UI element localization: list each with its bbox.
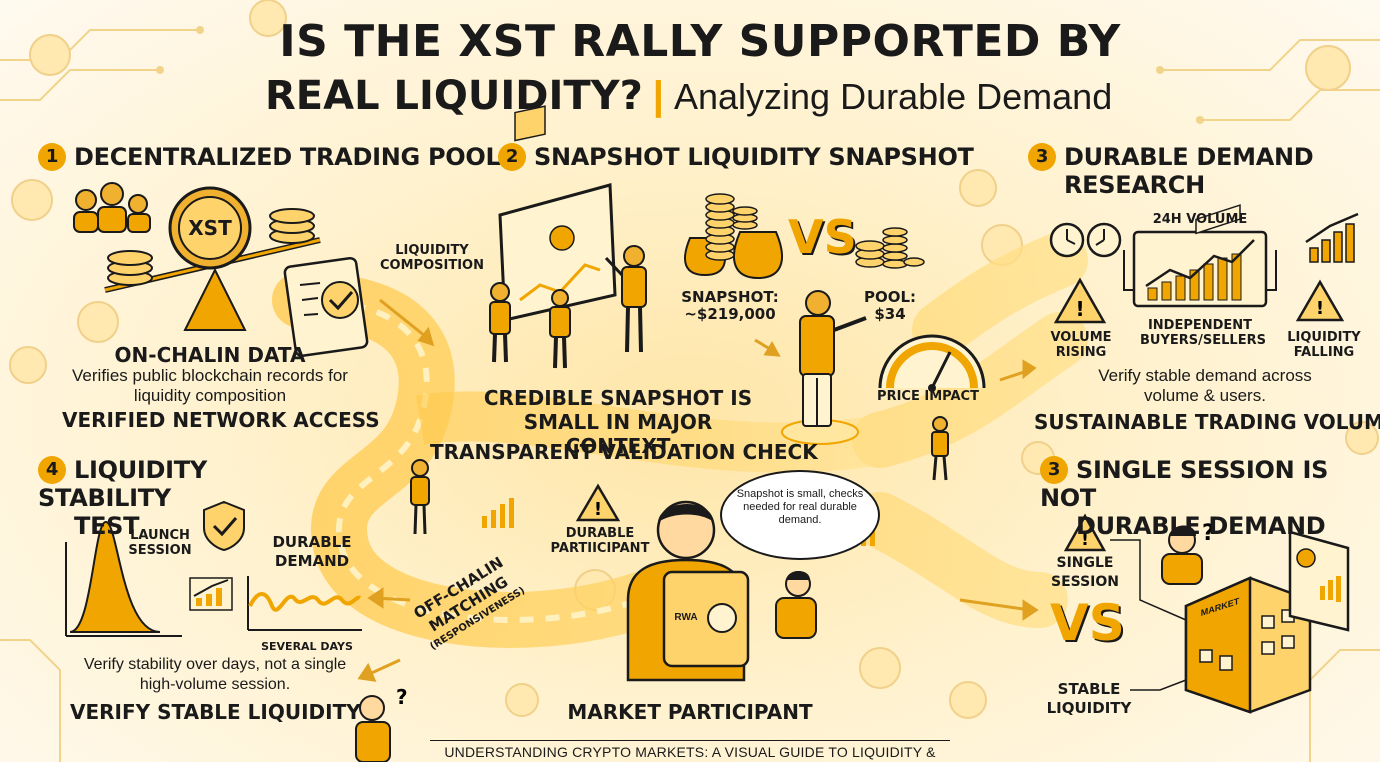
verified-network-access: VERIFIED NETWORK ACCESS bbox=[62, 408, 380, 432]
pool-value: $34 bbox=[874, 305, 906, 323]
section-4-title-1: LIQUIDITY STABILITY bbox=[38, 456, 207, 512]
transparent-validation-text: TRANSPARENT VALIDATION CHECK bbox=[430, 440, 818, 464]
volume-chart-icon bbox=[1132, 230, 1268, 308]
durable-demand-chart bbox=[247, 576, 362, 631]
small-coin-stack-icon bbox=[855, 227, 925, 269]
warning-durable-icon: ! bbox=[575, 483, 621, 522]
analysts-icon bbox=[489, 245, 647, 369]
page-subtitle: Analyzing Durable Demand bbox=[673, 76, 1113, 117]
section-3b-title-2: DURABLE DEMAND bbox=[1076, 512, 1326, 540]
launch-session-chart bbox=[65, 520, 182, 637]
section-4-number: 4 bbox=[38, 456, 66, 484]
volume-24h-label: 24H VOLUME bbox=[1152, 212, 1248, 227]
section-2-title: SNAPSHOT LIQUIDITY SNAPSHOT bbox=[534, 143, 974, 171]
speech-bubble: Snapshot is small, checks needed for rea… bbox=[720, 470, 880, 560]
durable-demand-label: DURABLE DEMAND bbox=[272, 533, 352, 570]
bar-growth-icon bbox=[1305, 212, 1359, 263]
single-session-warning-icon: ! bbox=[1063, 513, 1107, 552]
checklist-tablet-icon bbox=[283, 256, 369, 358]
svg-text:?: ? bbox=[396, 685, 408, 709]
seesaw-icon bbox=[104, 186, 321, 331]
stopwatch-icon bbox=[1049, 222, 1122, 258]
walking-person-icon bbox=[931, 416, 949, 481]
section-1-title: DECENTRALIZED TRADING POOL bbox=[74, 143, 501, 171]
safe-label: RWA bbox=[674, 612, 698, 623]
stability-desc: Verify stability over days, not a single… bbox=[83, 656, 347, 693]
title-question: REAL LIQUIDITY? bbox=[265, 73, 643, 119]
stable-liquidity-label: STABLE LIQUIDITY bbox=[1046, 680, 1132, 717]
launch-session-label: LAUNCH SESSION bbox=[128, 528, 192, 558]
snapshot-value: ~$219,000 bbox=[684, 305, 776, 323]
svg-text:!: ! bbox=[1075, 297, 1084, 321]
golden-road bbox=[272, 232, 1088, 648]
question-person-icon: ? bbox=[1161, 521, 1215, 585]
svg-text:!: ! bbox=[594, 499, 602, 520]
svg-text:!: ! bbox=[1316, 298, 1324, 319]
svg-text:?: ? bbox=[1202, 521, 1215, 546]
thinking-person-icon: ? bbox=[355, 571, 817, 762]
section-1-heading: 1 DECENTRALIZED TRADING POOL bbox=[38, 143, 501, 171]
volume-rising-label: VOLUME RISING bbox=[1050, 330, 1112, 360]
connector-lines bbox=[1110, 539, 1187, 691]
section-3a-heading: 3 DURABLE DEMAND RESEARCH bbox=[1028, 143, 1358, 199]
liquidity-falling-label: LIQUIDITY FALLING bbox=[1287, 330, 1361, 360]
warning-sign-icon: ! ! bbox=[1053, 277, 1345, 324]
page-title: IS THE XST RALLY SUPPORTED BY bbox=[279, 16, 1121, 67]
svg-text:!: ! bbox=[1081, 530, 1089, 550]
report-panel-icon bbox=[1288, 530, 1350, 632]
participant-with-safe-icon bbox=[626, 500, 750, 682]
section-2-heading: 2 SNAPSHOT LIQUIDITY SNAPSHOT bbox=[498, 143, 974, 171]
money-bags-icon bbox=[684, 193, 783, 280]
price-impact-gauge-icon bbox=[878, 334, 986, 392]
price-impact-label: PRICE IMPACT bbox=[877, 389, 979, 404]
presenter-icon bbox=[781, 290, 867, 445]
durable-participant-label: DURABLE PARTIICIPANT bbox=[550, 526, 650, 556]
bracket-lines bbox=[1123, 250, 1277, 291]
footer-caption: UNDERSTANDING CRYPTO MARKETS: A VISUAL G… bbox=[430, 740, 950, 762]
flow-arrows bbox=[357, 298, 1039, 682]
section-3a-title-1: DURABLE DEMAND bbox=[1064, 143, 1314, 171]
shield-check-icon bbox=[203, 500, 245, 552]
section-3a-title-2: RESEARCH bbox=[1064, 171, 1205, 199]
single-vs-stable: VS bbox=[1050, 594, 1125, 652]
page-title-line2: REAL LIQUIDITY?|Analyzing Durable Demand bbox=[265, 72, 1165, 121]
several-days-label: SEVERAL DAYS bbox=[261, 640, 353, 653]
snapshot-vs-pool: VS bbox=[788, 210, 857, 264]
market-building-icon bbox=[1184, 204, 1312, 714]
credible-snapshot-text: CREDIBLE SNAPSHOT IS SMALL IN MAJOR CONT… bbox=[483, 386, 753, 458]
section-1-number: 1 bbox=[38, 143, 66, 171]
section-3b-title-1: SINGLE SESSION IS NOT bbox=[1040, 456, 1329, 512]
durable-demand-desc: Verify stable demand across volume & use… bbox=[1098, 366, 1312, 405]
section-4-title-2: TEST bbox=[74, 512, 140, 540]
onchain-data-desc: Verifies public blockchain records for l… bbox=[72, 366, 348, 405]
xst-coin-label: XST bbox=[188, 216, 232, 240]
title-separator: | bbox=[652, 74, 664, 118]
market-participant-label: MARKET PARTICIPANT bbox=[567, 700, 813, 724]
section-3b-number: 3 bbox=[1040, 456, 1068, 484]
independent-buyers-label: INDEPENDENT BUYERS/SELLERS bbox=[1140, 318, 1266, 348]
single-session-label: SINGLE SESSION bbox=[1050, 555, 1119, 590]
section-2-number: 2 bbox=[498, 143, 526, 171]
pool-label: POOL: bbox=[863, 288, 917, 306]
snapshot-label: SNAPSHOT: bbox=[681, 288, 779, 306]
mini-growth-icon bbox=[189, 577, 233, 611]
standing-person-icon bbox=[410, 459, 430, 535]
sustainable-trading-volume: SUSTAINABLE TRADING VOLUME bbox=[1034, 410, 1380, 434]
section-3a-number: 3 bbox=[1028, 143, 1056, 171]
people-group-icon bbox=[73, 182, 151, 233]
onchain-data-title: ON-CHALIN DATA bbox=[114, 343, 306, 367]
liquidity-composition-label: LIQUIDITY COMPOSITION bbox=[380, 243, 484, 273]
verify-stable-liquidity: VERIFY STABLE LIQUIDITY bbox=[70, 700, 361, 724]
